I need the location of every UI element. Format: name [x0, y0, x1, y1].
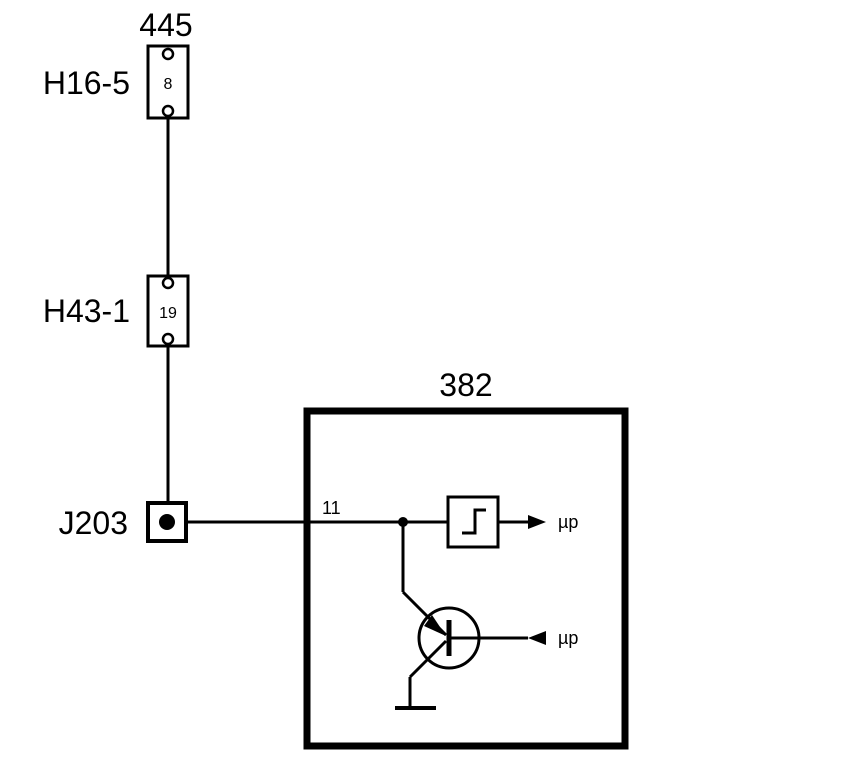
output-2-label: µp — [558, 628, 578, 648]
connector-h16-5: 8 — [146, 44, 190, 120]
transistor-arrow-icon — [424, 615, 446, 636]
schmitt-trigger-box — [446, 495, 500, 549]
module-number-label: 382 — [439, 367, 492, 403]
connector-h43-1-bottom-pin — [161, 332, 175, 346]
input-2-arrow-icon — [528, 631, 546, 645]
transistor-emitter — [408, 639, 448, 679]
connector-h43-1: 19 — [146, 274, 190, 348]
connector-h16-5-pin-number: 8 — [164, 76, 173, 93]
schmitt-trigger-icon — [462, 508, 486, 535]
connector-h16-5-bottom-pin — [161, 104, 175, 118]
connector-h16-5-label: H16-5 — [43, 65, 130, 101]
connector-h43-1-label: H43-1 — [43, 293, 130, 329]
transistor — [395, 522, 481, 710]
junction-j203-label: J203 — [59, 505, 128, 541]
schmitt-trigger-buffer — [446, 495, 500, 549]
module-382-box — [303, 407, 629, 750]
junction-j203 — [146, 501, 188, 543]
connector-h43-1-top-pin — [161, 276, 175, 290]
output-1-label: µp — [558, 512, 578, 532]
junction-j203-dot — [159, 514, 175, 530]
connector-h16-5-top-pin — [161, 47, 175, 61]
output-1-arrow-icon — [528, 515, 546, 529]
top-reference-label: 445 — [139, 7, 192, 43]
connector-h43-1-pin-number: 19 — [159, 305, 177, 322]
module-pin-number: 11 — [322, 498, 341, 518]
